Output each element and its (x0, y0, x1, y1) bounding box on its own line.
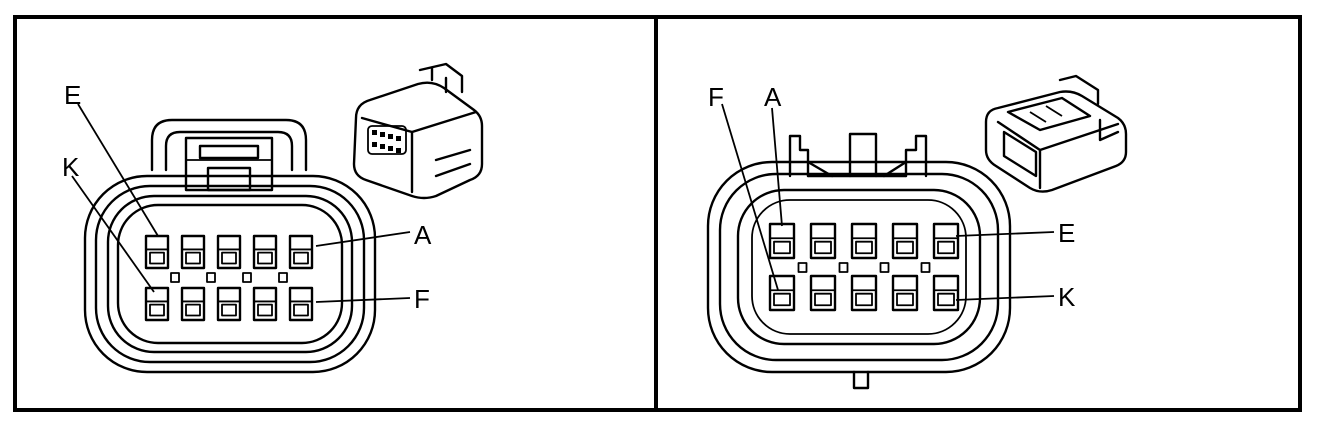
right-panel: F A E K (706, 74, 1128, 390)
cavity-key (797, 262, 808, 273)
terminal-cavity (252, 234, 278, 270)
terminal-cavity (809, 274, 837, 312)
terminal-cavity (288, 234, 314, 270)
terminal-cavity (180, 234, 206, 270)
left-leader-lines (71, 103, 411, 303)
cavity-key (879, 262, 890, 273)
left-label-right-top: A (414, 220, 432, 250)
left-panel: E K A F (62, 62, 484, 374)
terminal-cavity (180, 286, 206, 322)
terminal-cavity (809, 222, 837, 260)
left-connector-3d-icon (352, 62, 484, 200)
terminal-cavity (932, 274, 960, 312)
terminal-cavity (144, 234, 170, 270)
terminal-cavity (144, 286, 170, 322)
left-connector-housing (83, 174, 377, 374)
left-label-top-left-1: E (64, 80, 81, 110)
right-label-top-left-1: F (708, 82, 724, 112)
right-connector-3d-icon (984, 74, 1128, 193)
terminal-cavity (932, 222, 960, 260)
right-leader-lines (721, 103, 1055, 301)
cavity-key (920, 262, 931, 273)
terminal-cavity (891, 274, 919, 312)
cavity-key (838, 262, 849, 273)
right-cavity-grid (768, 222, 960, 312)
terminal-cavity (216, 234, 242, 270)
cavity-key (170, 272, 180, 283)
left-cavity-grid (144, 234, 314, 322)
cavity-key (242, 272, 252, 283)
left-label-right-bottom: F (414, 284, 430, 314)
right-connector-housing (706, 160, 1012, 374)
cavity-key (206, 272, 216, 283)
terminal-cavity (850, 274, 878, 312)
terminal-cavity (252, 286, 278, 322)
terminal-cavity (768, 222, 796, 260)
cavity-key (278, 272, 288, 283)
terminal-cavity (288, 286, 314, 322)
right-connector-top-ribs (788, 132, 928, 178)
terminal-cavity (891, 222, 919, 260)
right-label-right-bottom: K (1058, 282, 1076, 312)
terminal-cavity (768, 274, 796, 312)
terminal-cavity (216, 286, 242, 322)
left-label-top-left-2: K (62, 152, 80, 182)
left-connector-latch (150, 118, 308, 192)
right-label-top-left-2: A (764, 82, 782, 112)
terminal-cavity (850, 222, 878, 260)
right-connector-bottom-tab (852, 370, 870, 390)
right-label-right-top: E (1058, 218, 1075, 248)
